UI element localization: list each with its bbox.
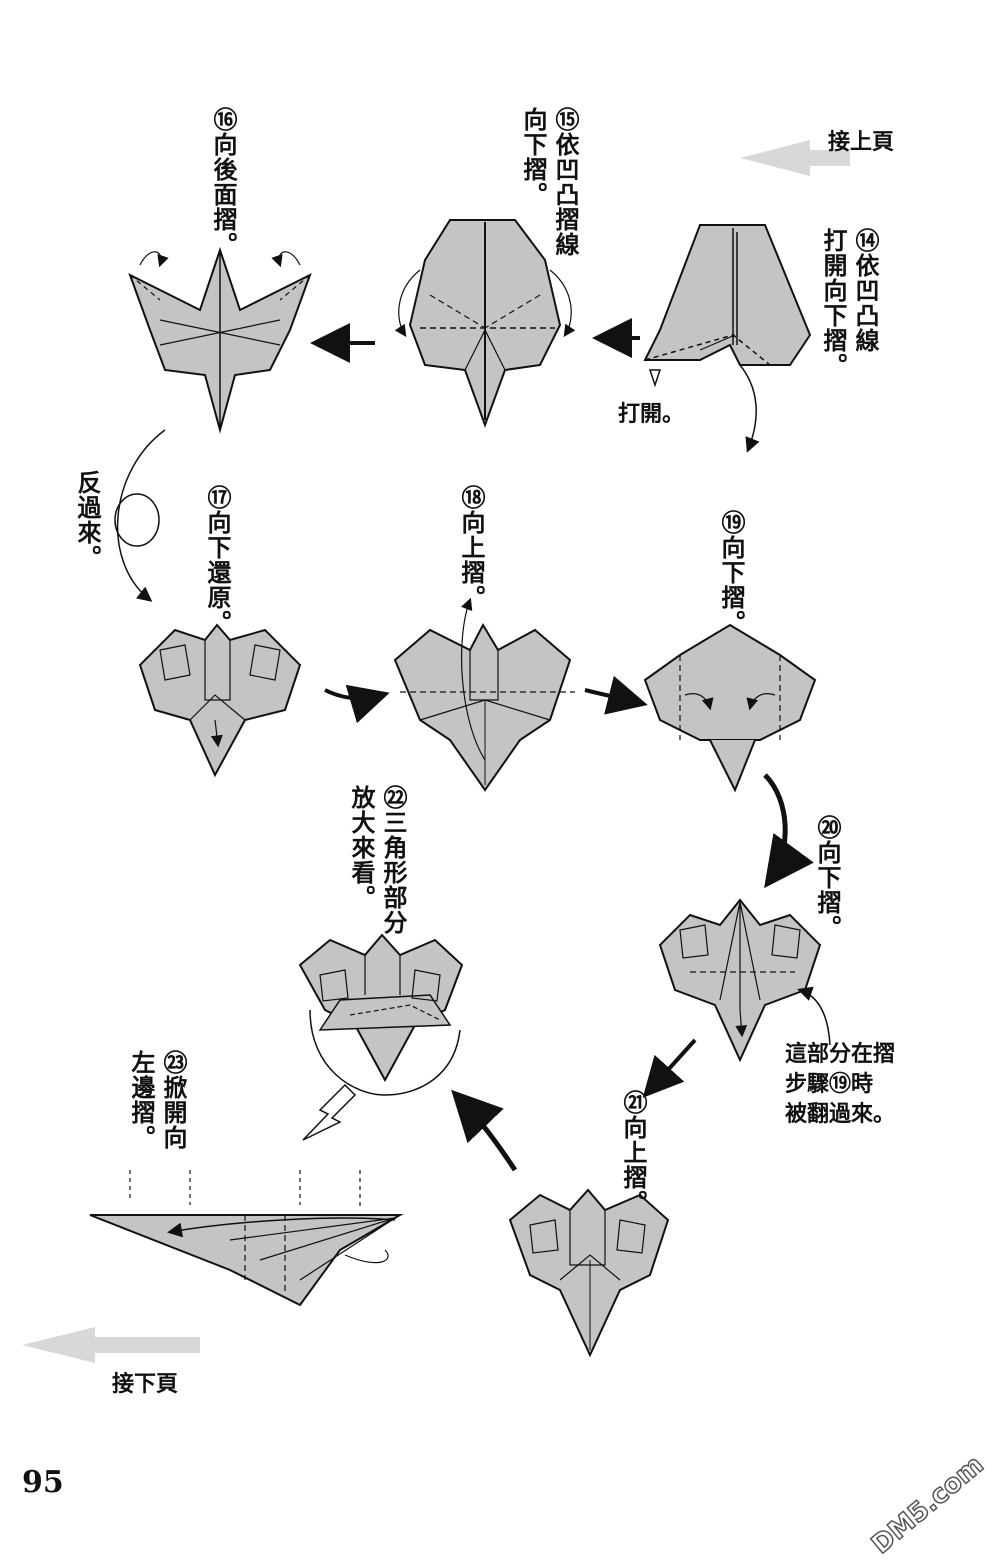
- step20-note-line3: 被翻過來。: [785, 1102, 896, 1127]
- arrow-18-to-19: [584, 675, 648, 715]
- step20-col1: ⑳向下摺。: [813, 815, 841, 940]
- step22-instruction: ㉒三角形部分 放大來看。: [347, 785, 407, 935]
- step16-figure: [128, 246, 312, 434]
- step14-col1: ⑭依凹凸線: [851, 228, 879, 353]
- step14-figure: [643, 224, 812, 453]
- step20-figure: [658, 898, 831, 1063]
- step23-instruction: ㉓掀開向 左邊摺。: [127, 1050, 187, 1150]
- step17-figure: [138, 623, 302, 778]
- step17-instruction: ⑰向下還原。: [203, 485, 231, 635]
- step19-figure: [643, 623, 817, 793]
- flip-instruction: 反過來。: [73, 470, 101, 570]
- arrow-17-to-18: [324, 684, 390, 724]
- step20-note-line2: 步驟⑲時: [785, 1072, 874, 1097]
- continue-from-label: 接上頁: [828, 130, 895, 155]
- step22-col1: ㉒三角形部分: [379, 785, 407, 935]
- arrow-21-to-22: [451, 1089, 518, 1172]
- step23-col2: 左邊摺。: [127, 1050, 155, 1150]
- step16-instruction: ⑯向後面摺。: [209, 107, 237, 257]
- continue-to-arrow: [22, 1327, 200, 1363]
- arrow-20-to-21: [642, 1038, 697, 1098]
- step21-figure: [508, 1188, 670, 1358]
- step23-col1: ㉓掀開向: [159, 1050, 187, 1150]
- flip-arrow: [114, 429, 166, 602]
- step14-instruction: ⑭依凹凸線 打開向下摺。: [819, 228, 879, 378]
- step19-col1: ⑲向下摺。: [717, 510, 745, 635]
- step18-figure: [393, 597, 575, 792]
- step14-open-label: 打開。: [618, 402, 685, 427]
- flip-col1: 反過來。: [73, 470, 101, 570]
- page-number: 95: [22, 1465, 64, 1500]
- step14-col2: 打開向下摺。: [819, 228, 847, 378]
- step15-col1: ⑮依凹凸摺線: [551, 107, 579, 257]
- continue-from-arrow: [740, 140, 850, 176]
- step20-note-line1: 這部分在摺: [785, 1042, 896, 1067]
- step15-instruction: ⑮依凹凸摺線 向下摺。: [519, 107, 579, 257]
- step22-col2: 放大來看。: [347, 785, 375, 910]
- step21-col1: ㉑向上摺。: [619, 1090, 647, 1215]
- step22-figure: [298, 933, 464, 1141]
- step21-instruction: ㉑向上摺。: [619, 1090, 647, 1215]
- step15-figure: [394, 219, 576, 428]
- step20-instruction: ⑳向下摺。: [813, 815, 841, 940]
- step18-instruction: ⑱向上摺。: [457, 485, 485, 610]
- continue-to-label: 接下頁: [112, 1372, 179, 1397]
- arrow-19-to-20: [763, 773, 814, 889]
- step17-col1: ⑰向下還原。: [203, 485, 231, 635]
- step20-note: 這部分在摺 步驟⑲時 被翻過來。: [785, 1040, 895, 1130]
- step19-instruction: ⑲向下摺。: [717, 510, 745, 635]
- step18-col1: ⑱向上摺。: [457, 485, 485, 610]
- step15-col2: 向下摺。: [519, 107, 547, 207]
- step23-figure: [89, 1170, 404, 1307]
- step16-col1: ⑯向後面摺。: [209, 107, 237, 257]
